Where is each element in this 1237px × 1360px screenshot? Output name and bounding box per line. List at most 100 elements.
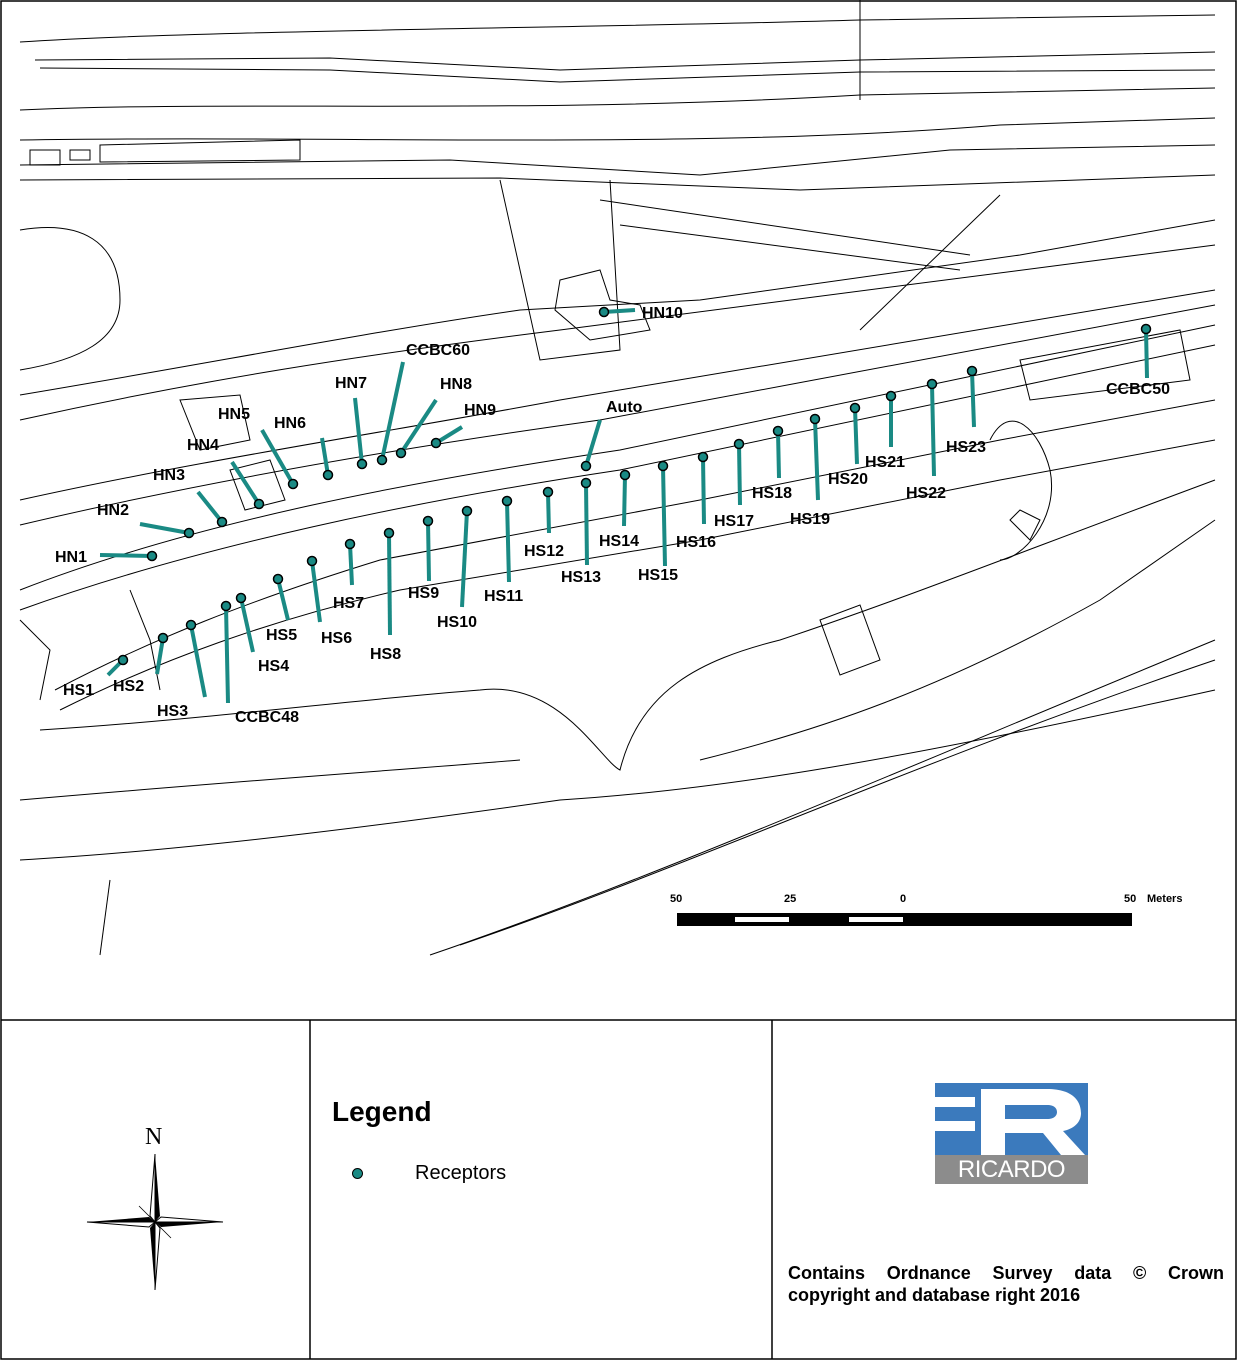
- receptor-label-hs12: HS12: [524, 543, 564, 560]
- receptor-label-hn7: HN7: [335, 375, 367, 392]
- receptor-label-hs5: HS5: [266, 627, 297, 644]
- receptor-leader-ccbc48: [224, 605, 230, 704]
- receptor-leader-hs20: [853, 407, 859, 465]
- legend-item-label: Receptors: [415, 1162, 507, 1184]
- receptor-dot-hn1: [146, 550, 158, 562]
- receptor-dot-hs15: [657, 460, 669, 472]
- receptor-label-hs4: HS4: [258, 658, 289, 675]
- receptor-leader-ccbc60: [380, 361, 405, 461]
- receptor-dot-hs7: [344, 538, 356, 550]
- receptor-layer: HN1HN2HN3HN4HN5HN6HN7CCBC60HN8HN9HN10Aut…: [55, 305, 1170, 726]
- base-map-lines: [19, 0, 1216, 956]
- receptor-leader-hs11: [505, 500, 511, 583]
- receptor-label-hs6: HS6: [321, 630, 352, 647]
- receptor-dot-icon: [352, 1168, 363, 1179]
- receptor-label-hs11: HS11: [484, 588, 523, 605]
- scale-unit: Meters: [1147, 893, 1182, 905]
- receptor-label-hs10: HS10: [437, 614, 477, 631]
- receptor-dot-hs6: [306, 555, 318, 567]
- receptor-label-hn3: HN3: [153, 467, 185, 484]
- scale-bar: 50 25 0 50 Meters: [670, 893, 1182, 926]
- receptor-dot-hn9: [430, 437, 442, 449]
- receptor-dot-hs10: [461, 505, 473, 517]
- receptor-leader-hs13: [584, 482, 589, 566]
- receptor-dot-hn3: [216, 516, 228, 528]
- receptor-dot-hn10: [598, 306, 610, 318]
- ricardo-r-logo: [935, 1083, 1088, 1155]
- receptor-dot-hs23: [966, 365, 978, 377]
- receptor-label-hn9: HN9: [464, 402, 496, 419]
- legend-title: Legend: [332, 1096, 432, 1127]
- receptor-label-hn4: HN4: [187, 437, 219, 454]
- receptor-dot-hs11: [501, 495, 513, 507]
- receptor-label-hn10: HN10: [642, 305, 683, 322]
- receptor-label-hs19: HS19: [790, 511, 830, 528]
- receptor-leader-hs12: [546, 491, 551, 534]
- receptor-label-auto: Auto: [606, 399, 643, 416]
- receptor-label-hs1: HS1: [63, 682, 94, 699]
- receptor-dot-ccbc48: [220, 600, 232, 612]
- receptor-dot-hs8: [383, 527, 395, 539]
- receptor-label-ccbc48: CCBC48: [235, 709, 299, 726]
- receptor-label-hn8: HN8: [440, 376, 472, 393]
- receptor-label-hs9: HS9: [408, 585, 439, 602]
- receptor-dot-hs21: [885, 390, 897, 402]
- receptor-leader-hs3: [189, 624, 207, 698]
- receptor-dot-ccbc50: [1140, 323, 1152, 335]
- receptor-label-hs18: HS18: [752, 485, 792, 502]
- receptor-dot-hn8: [395, 447, 407, 459]
- receptor-dot-hs2: [157, 632, 169, 644]
- receptor-leader-hn7: [353, 397, 364, 465]
- receptor-dot-hs19: [809, 413, 821, 425]
- scale-label-0: 0: [900, 893, 906, 905]
- scale-label-50-right: 50: [1124, 893, 1136, 905]
- receptor-label-hn5: HN5: [218, 406, 250, 423]
- receptor-dot-hs13: [580, 477, 592, 489]
- receptor-dot-hs5: [272, 573, 284, 585]
- receptor-leader-hs22: [930, 383, 936, 477]
- receptor-leader-hs10: [460, 510, 469, 608]
- receptor-leader-hs8: [387, 532, 392, 636]
- receptor-label-hs16: HS16: [676, 534, 716, 551]
- receptor-dot-hs20: [849, 402, 861, 414]
- receptor-label-ccbc60: CCBC60: [406, 342, 470, 359]
- copyright-credit: Contains Ordnance Survey data © Crown co…: [788, 1263, 1224, 1305]
- receptor-leader-hn3: [196, 490, 224, 524]
- receptor-dot-hn4: [253, 498, 265, 510]
- receptor-leader-hs2: [155, 637, 165, 675]
- receptor-label-hs3: HS3: [157, 703, 188, 720]
- receptor-label-hs22: HS22: [906, 485, 946, 502]
- receptor-leader-hn2: [139, 522, 190, 535]
- receptor-leader-hn8: [399, 398, 438, 455]
- receptor-dot-hs4: [235, 592, 247, 604]
- receptor-dot-hs1: [117, 654, 129, 666]
- receptor-label-hs7: HS7: [333, 595, 364, 612]
- ricardo-wordmark: RICARDO: [935, 1155, 1088, 1184]
- receptor-leader-hn1: [99, 553, 153, 558]
- receptor-leader-hs18: [776, 430, 781, 479]
- receptor-label-hn1: HN1: [55, 549, 87, 566]
- receptor-dot-hs17: [733, 438, 745, 450]
- receptor-label-hs13: HS13: [561, 569, 601, 586]
- receptor-label-hs2: HS2: [113, 678, 144, 695]
- receptor-leader-hn4: [230, 460, 261, 506]
- receptor-leader-hs4: [239, 597, 255, 653]
- receptor-leader-hs7: [348, 543, 354, 586]
- receptor-leader-auto: [584, 419, 602, 467]
- receptor-leader-hs6: [310, 560, 322, 623]
- receptor-leader-ccbc50: [1144, 328, 1149, 379]
- receptor-dot-hn5: [287, 478, 299, 490]
- receptor-dot-hn6: [322, 469, 334, 481]
- scale-label-25: 25: [784, 893, 796, 905]
- receptor-leader-hs17: [737, 443, 742, 506]
- receptor-leader-hs16: [701, 456, 706, 525]
- receptor-dot-hs3: [185, 619, 197, 631]
- receptor-label-hs21: HS21: [865, 454, 905, 471]
- receptor-label-hs8: HS8: [370, 646, 401, 663]
- receptor-label-hs14: HS14: [599, 533, 639, 550]
- receptor-label-hs17: HS17: [714, 513, 754, 530]
- receptor-leader-hs5: [276, 578, 290, 621]
- north-label: N: [145, 1124, 163, 1150]
- receptor-dot-hn7: [356, 458, 368, 470]
- receptor-dot-hs22: [926, 378, 938, 390]
